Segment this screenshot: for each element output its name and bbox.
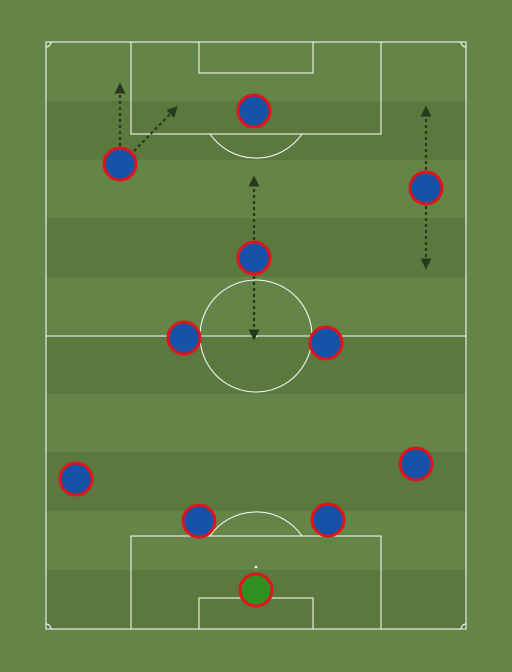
corner-arc-bottom-left	[45, 623, 52, 630]
player-right-back[interactable]	[398, 446, 434, 482]
top-penalty-arc	[209, 133, 303, 159]
corner-arc-top-left	[45, 41, 52, 48]
player-top-striker[interactable]	[236, 93, 272, 129]
corner-arc-top-right	[460, 41, 467, 48]
player-right-center-back[interactable]	[310, 502, 346, 538]
player-left-center-mid[interactable]	[166, 320, 202, 356]
bottom-penalty-arc	[209, 511, 303, 537]
bottom-penalty-spot	[254, 565, 258, 569]
players	[58, 93, 444, 608]
grass-stripe	[46, 335, 466, 394]
player-right-center-mid[interactable]	[308, 325, 344, 361]
player-goalkeeper[interactable]	[238, 572, 274, 608]
top-goal-area	[198, 41, 314, 74]
player-runs	[114, 82, 432, 341]
center-spot	[254, 334, 258, 338]
player-attacking-mid[interactable]	[236, 240, 272, 276]
player-left-forward[interactable]	[102, 146, 138, 182]
grass-stripe	[46, 452, 466, 511]
player-left-back[interactable]	[58, 461, 94, 497]
corner-arc-bottom-right	[460, 623, 467, 630]
player-right-forward[interactable]	[408, 170, 444, 206]
player-left-center-back[interactable]	[181, 503, 217, 539]
